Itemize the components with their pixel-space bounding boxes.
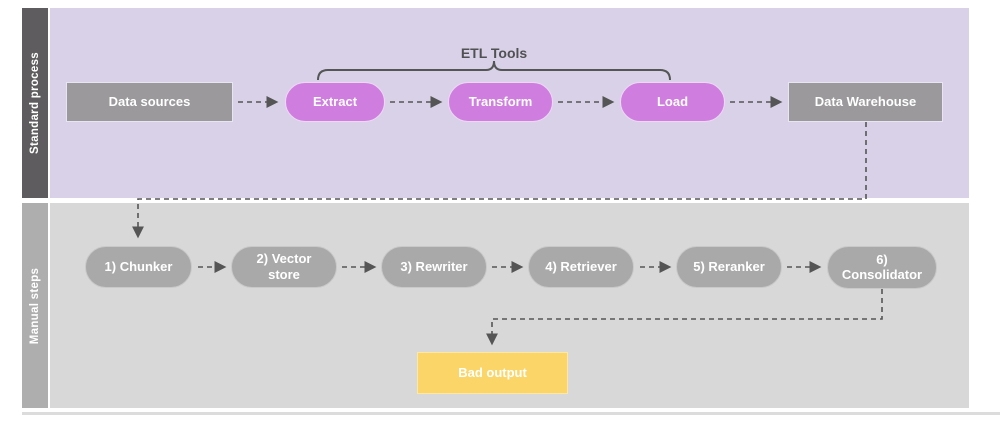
node-load: Load [620,82,725,122]
lane-label-standard-process-text: Standard process [29,52,42,154]
lane-label-manual-steps-text: Manual steps [29,267,42,344]
lane-label-standard-process: Standard process [22,8,48,198]
node-transform: Transform [448,82,553,122]
node-vector-store: 2) Vector store [231,246,337,288]
node-consolidator: 6) Consolidator [827,246,937,289]
node-extract: Extract [285,82,385,122]
node-chunker: 1) Chunker [85,246,192,288]
node-rewriter: 3) Rewriter [381,246,487,288]
node-reranker: 5) Reranker [676,246,782,288]
canvas-bottom-edge [22,412,1000,415]
lane-label-manual-steps: Manual steps [22,203,48,408]
node-bad-output: Bad output [417,352,568,394]
node-retriever: 4) Retriever [528,246,634,288]
node-data-sources: Data sources [66,82,233,122]
node-data-warehouse: Data Warehouse [788,82,943,122]
etl-tools-label: ETL Tools [460,45,528,61]
